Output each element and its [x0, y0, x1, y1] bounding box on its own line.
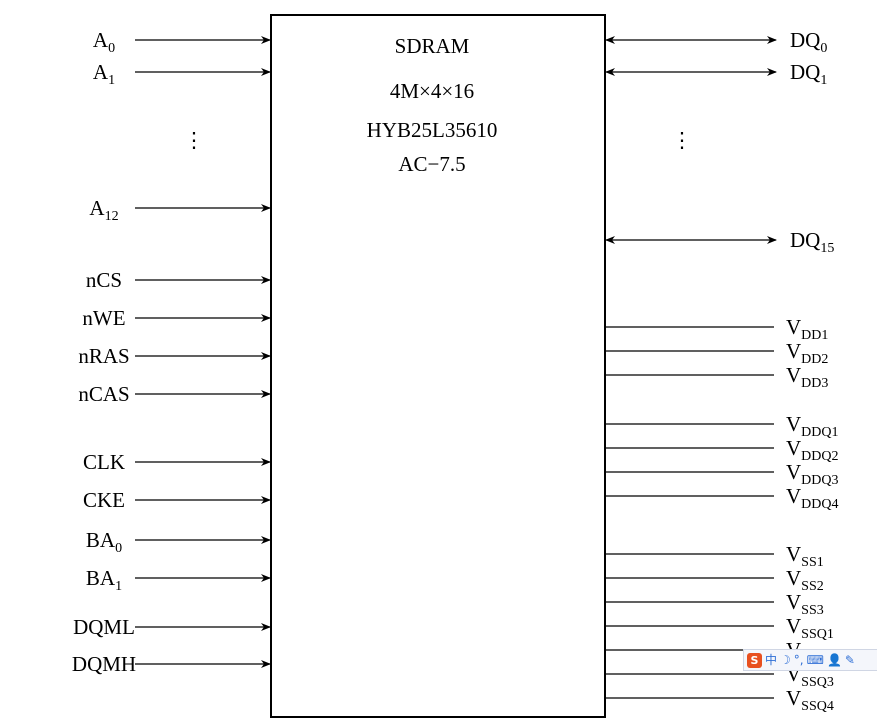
pin-label-ba1: BA1 — [86, 566, 122, 594]
chip-speed-grade: AC−7.5 — [398, 152, 465, 176]
pin-label-a0: A0 — [93, 28, 115, 56]
pin-label-vddq3: VDDQ3 — [786, 460, 839, 488]
pin-label-vdd2: VDD2 — [786, 339, 828, 367]
pin-label-vddq4: VDDQ4 — [786, 484, 839, 512]
pin-label-ba0: BA0 — [86, 528, 122, 556]
pin-label-vddq2: VDDQ2 — [786, 436, 839, 464]
pin-label-vss1: VSS1 — [786, 542, 824, 570]
pin-label-nwe: nWE — [82, 306, 125, 330]
power-pins: VDD1VDD2VDD3VDDQ1VDDQ2VDDQ3VDDQ4VSS1VSS2… — [606, 315, 839, 714]
pin-label-ncs: nCS — [86, 268, 122, 292]
user-icon[interactable]: 👤 — [826, 653, 842, 667]
pin-label-vdd3: VDD3 — [786, 363, 828, 391]
keyboard-icon[interactable]: ⌨ — [806, 653, 824, 667]
pin-label-cke: CKE — [83, 488, 125, 512]
pin-label-vss2: VSS2 — [786, 566, 824, 594]
pin-label-dq15: DQ15 — [790, 228, 834, 256]
pin-label-vddq1: VDDQ1 — [786, 412, 839, 440]
punctuation-icon[interactable]: °, — [793, 653, 804, 667]
skin-icon[interactable]: ✎ — [844, 653, 855, 667]
ime-logo-icon[interactable]: S — [747, 652, 762, 668]
pin-label-dq0: DQ0 — [790, 28, 827, 56]
ime-toolbar[interactable]: S 中 ☽ °, ⌨ 👤 ✎ — [743, 649, 877, 671]
pin-label-nras: nRAS — [78, 344, 129, 368]
chip-organization: 4M×4×16 — [390, 79, 474, 103]
chip-part-number: HYB25L35610 — [367, 118, 498, 142]
chip-body — [270, 14, 606, 718]
pin-label-dqml: DQML — [73, 615, 135, 639]
pin-label-a12: A12 — [89, 196, 118, 224]
pin-label-vdd1: VDD1 — [786, 315, 828, 343]
pin-label-vss3: VSS3 — [786, 590, 824, 618]
pin-label-clk: CLK — [83, 450, 125, 474]
pin-label-a1: A1 — [93, 60, 115, 88]
pin-label-vssq4: VSSQ4 — [786, 686, 834, 714]
chip-title: SDRAM — [395, 34, 470, 58]
left-ellipsis: ⋮ — [184, 128, 205, 152]
pin-label-dqmh: DQMH — [72, 652, 136, 676]
moon-icon[interactable]: ☽ — [780, 653, 791, 667]
ime-chinese-mode-button[interactable]: 中 — [765, 653, 778, 667]
pin-label-dq1: DQ1 — [790, 60, 827, 88]
pin-label-ncas: nCAS — [78, 382, 129, 406]
pin-label-vssq1: VSSQ1 — [786, 614, 834, 642]
right-ellipsis: ⋮ — [672, 128, 693, 152]
